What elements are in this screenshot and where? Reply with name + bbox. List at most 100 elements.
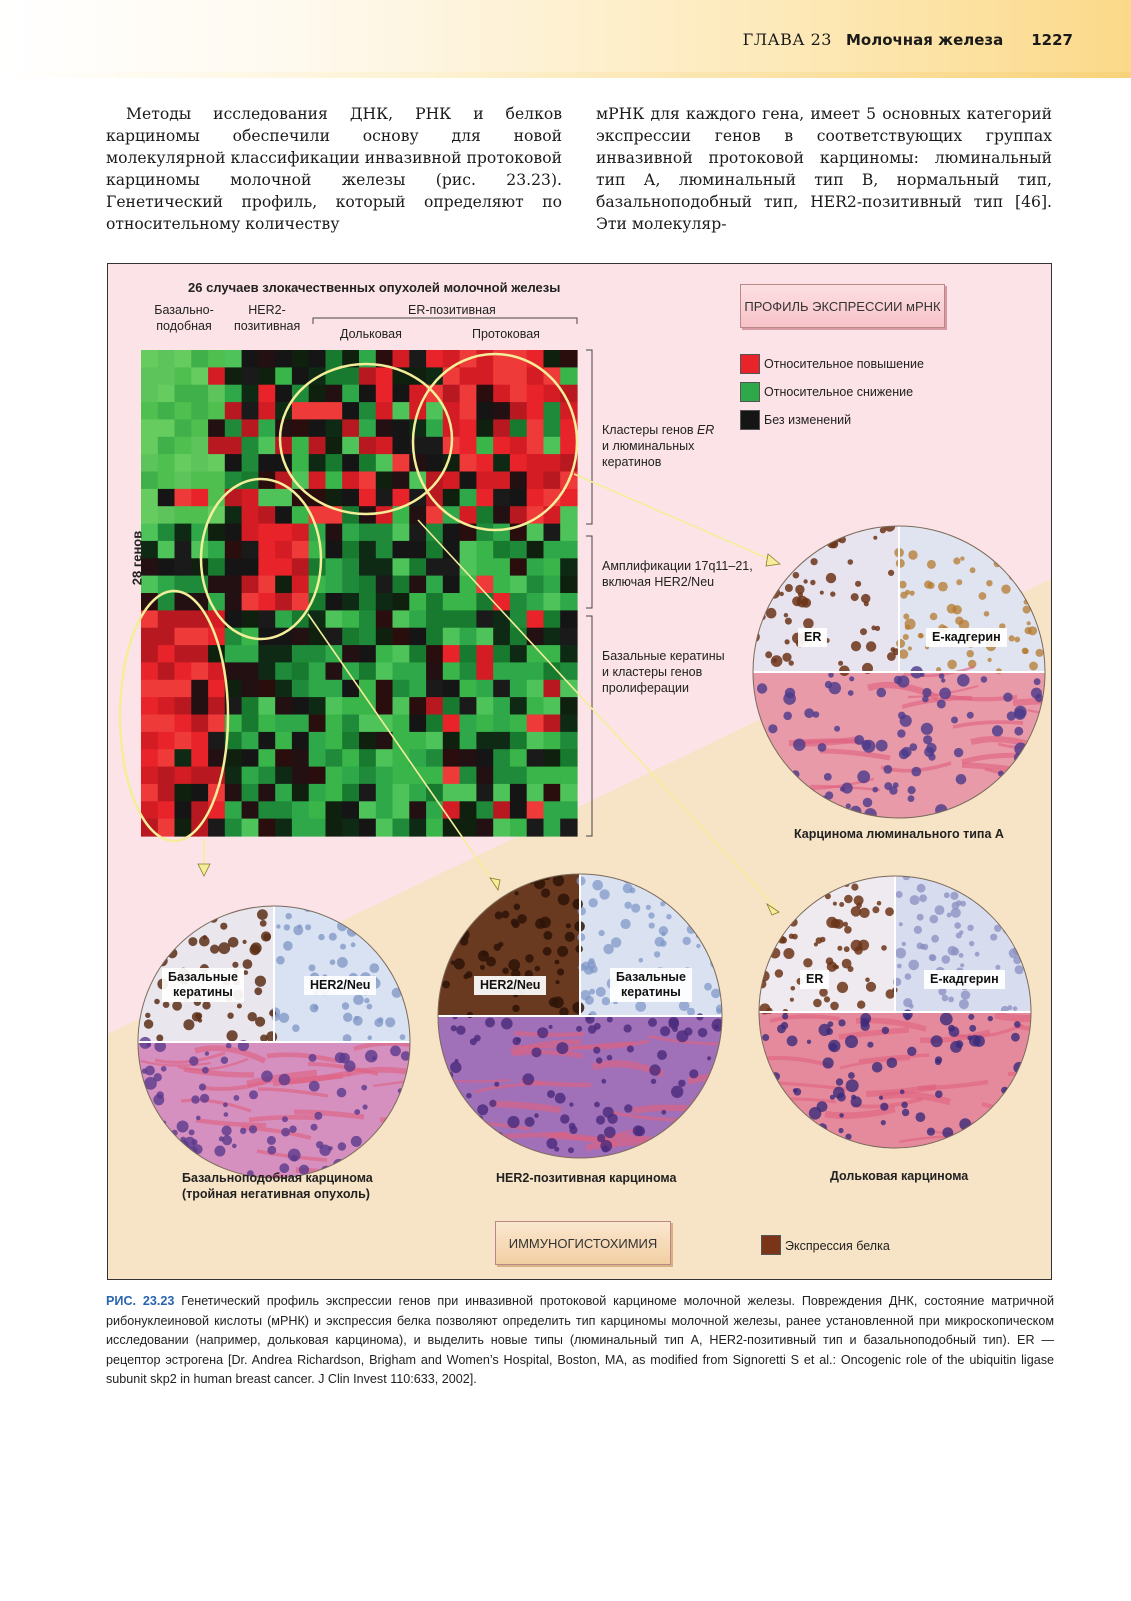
circle-her2-ihc-right-nucleus — [711, 988, 721, 999]
heatmap-cell — [191, 436, 209, 455]
circle-lobular-he-nucleus — [907, 1046, 917, 1056]
circle-her2-he-nucleus — [607, 1113, 618, 1124]
heatmap-cell — [325, 384, 343, 403]
circle-lobular-he-nucleus — [901, 1101, 908, 1109]
circle-basal-ihc-right-nucleus — [283, 924, 291, 931]
heatmap-cell — [526, 801, 545, 820]
heatmap-cell — [560, 731, 578, 750]
circle-lobular-he-nucleus — [904, 1013, 911, 1021]
circle-basal-ihc-left-nucleus — [188, 912, 193, 918]
circle-lobular-ihc-left-nucleus — [841, 958, 852, 969]
circle-lobular-ihc-right-nucleus — [941, 955, 951, 964]
heatmap-cell — [342, 627, 360, 646]
heatmap-cell — [459, 801, 477, 820]
heatmap-cell — [308, 714, 327, 733]
heatmap-cell — [426, 558, 444, 577]
heatmap-cell — [258, 818, 276, 837]
heatmap-cell — [342, 801, 360, 820]
circle-her2-he-nucleus — [485, 1017, 495, 1028]
heatmap-cell — [409, 714, 427, 733]
heatmap-cell — [459, 384, 477, 403]
circle-her2-ihc-left-nucleus — [501, 910, 510, 919]
circle-luminal-ihc-right-nucleus — [902, 634, 909, 640]
circle-her2-he-nucleus — [626, 1045, 635, 1053]
heatmap-cell — [308, 350, 327, 368]
circle-luminal-ihc-right-nucleus — [994, 549, 1003, 558]
circle-her2-he-nucleus — [649, 1064, 661, 1076]
heatmap-cell — [543, 766, 561, 785]
circle-luminal-he-nucleus — [1030, 687, 1042, 699]
circle-lobular-he-nucleus — [930, 1035, 943, 1048]
heatmap-cell — [359, 783, 377, 802]
heatmap-cell — [275, 575, 293, 594]
circle-lobular-ihc-left-nucleus — [819, 988, 828, 997]
circle-luminal-ihc-right-nucleus — [1008, 572, 1018, 581]
heatmap-cell — [476, 419, 494, 438]
circle-luminal-ihc-right-nucleus — [926, 559, 936, 569]
heatmap-cell — [208, 610, 226, 629]
caption-figure-number: РИС. 23.23 — [106, 1294, 175, 1308]
heatmap-cell — [426, 714, 444, 733]
heatmap-cell — [359, 714, 377, 733]
heatmap-cell — [325, 766, 343, 785]
circle-lobular-he-nucleus — [839, 1113, 844, 1118]
heatmap-cell — [141, 471, 159, 490]
circle-lobular-he-fiber — [879, 1091, 951, 1106]
circle-luminal-he-nucleus — [1006, 711, 1016, 721]
circle-luminal-ihc-right-nucleus — [968, 659, 977, 669]
heatmap-cell — [509, 645, 528, 664]
circle-luminal-he-nucleus — [1033, 678, 1041, 686]
circle-luminal-he-nucleus — [938, 673, 945, 679]
circle-basal-ihc-right-nucleus — [364, 997, 370, 1004]
circle-basal-he-nucleus — [196, 1115, 201, 1121]
heatmap-cell — [325, 488, 343, 507]
circle-lobular-ihc-left-nucleus — [844, 926, 852, 934]
circle-basal-ihc-left-nucleus — [172, 1000, 182, 1011]
circle-basal-he-fiber — [240, 1125, 312, 1141]
heatmap-cell — [174, 540, 192, 559]
circle-lobular-ihc-right-nucleus — [941, 994, 949, 1002]
heatmap-cell — [359, 523, 377, 542]
circle-her2-he-nucleus — [593, 1022, 601, 1030]
circle-luminal-he-fiber — [1027, 708, 1045, 719]
circle-lobular-ihc-right-nucleus — [954, 922, 961, 929]
circle-lobular-ihc-right-nucleus — [929, 914, 939, 924]
circle-her2-ihc-left-nucleus — [548, 997, 559, 1007]
circle-her2-ihc-left-nucleus — [466, 1011, 473, 1019]
circle-her2-he-nucleus — [650, 1078, 657, 1084]
circle-luminal-ihc-right-nucleus — [946, 603, 957, 614]
heatmap-cell — [359, 731, 377, 750]
circle-luminal-he-nucleus — [920, 722, 934, 735]
circle-her2-ihc-left-nucleus — [552, 874, 565, 887]
circle-her2-he-nucleus — [450, 1061, 462, 1073]
heatmap-cell — [208, 575, 226, 594]
heatmap-cell — [493, 610, 511, 629]
circle-basal-he-nucleus — [144, 1077, 157, 1090]
heatmap-cell — [241, 783, 259, 802]
heatmap-cell — [426, 454, 444, 473]
heatmap-cell — [442, 471, 461, 490]
heatmap-cell — [526, 367, 545, 386]
circle-lobular-ihc-left-nucleus — [783, 948, 795, 959]
heatmap-cell — [476, 783, 494, 802]
heatmap-cell — [308, 540, 327, 559]
circle-luminal-ihc-right-nucleus — [987, 657, 992, 662]
heatmap-cell — [459, 593, 477, 611]
heatmap-cell — [543, 697, 561, 716]
heatmap-cell — [342, 436, 360, 455]
heatmap-cell — [291, 818, 310, 837]
circle-basal-ihc-right-nucleus — [293, 925, 304, 936]
circle-her2-he-nucleus — [600, 1140, 613, 1152]
circle-lobular-he-nucleus — [845, 1133, 852, 1140]
heatmap-cell — [224, 818, 243, 837]
circle-basal-ihc-left-nucleus — [162, 1001, 170, 1008]
circle-lobular-he-nucleus — [973, 1035, 985, 1047]
heatmap-cell — [426, 766, 444, 785]
circle-basal-he-nucleus — [279, 1163, 290, 1174]
heatmap-cell — [275, 488, 293, 507]
circle-basal-ihc-left-nucleus — [145, 1012, 151, 1018]
heatmap-cell — [426, 662, 444, 681]
heatmap-cell — [526, 679, 545, 698]
group-her2-label: HER2- позитивная — [234, 303, 301, 333]
circle-her2-ihc-left-nucleus — [465, 971, 473, 979]
